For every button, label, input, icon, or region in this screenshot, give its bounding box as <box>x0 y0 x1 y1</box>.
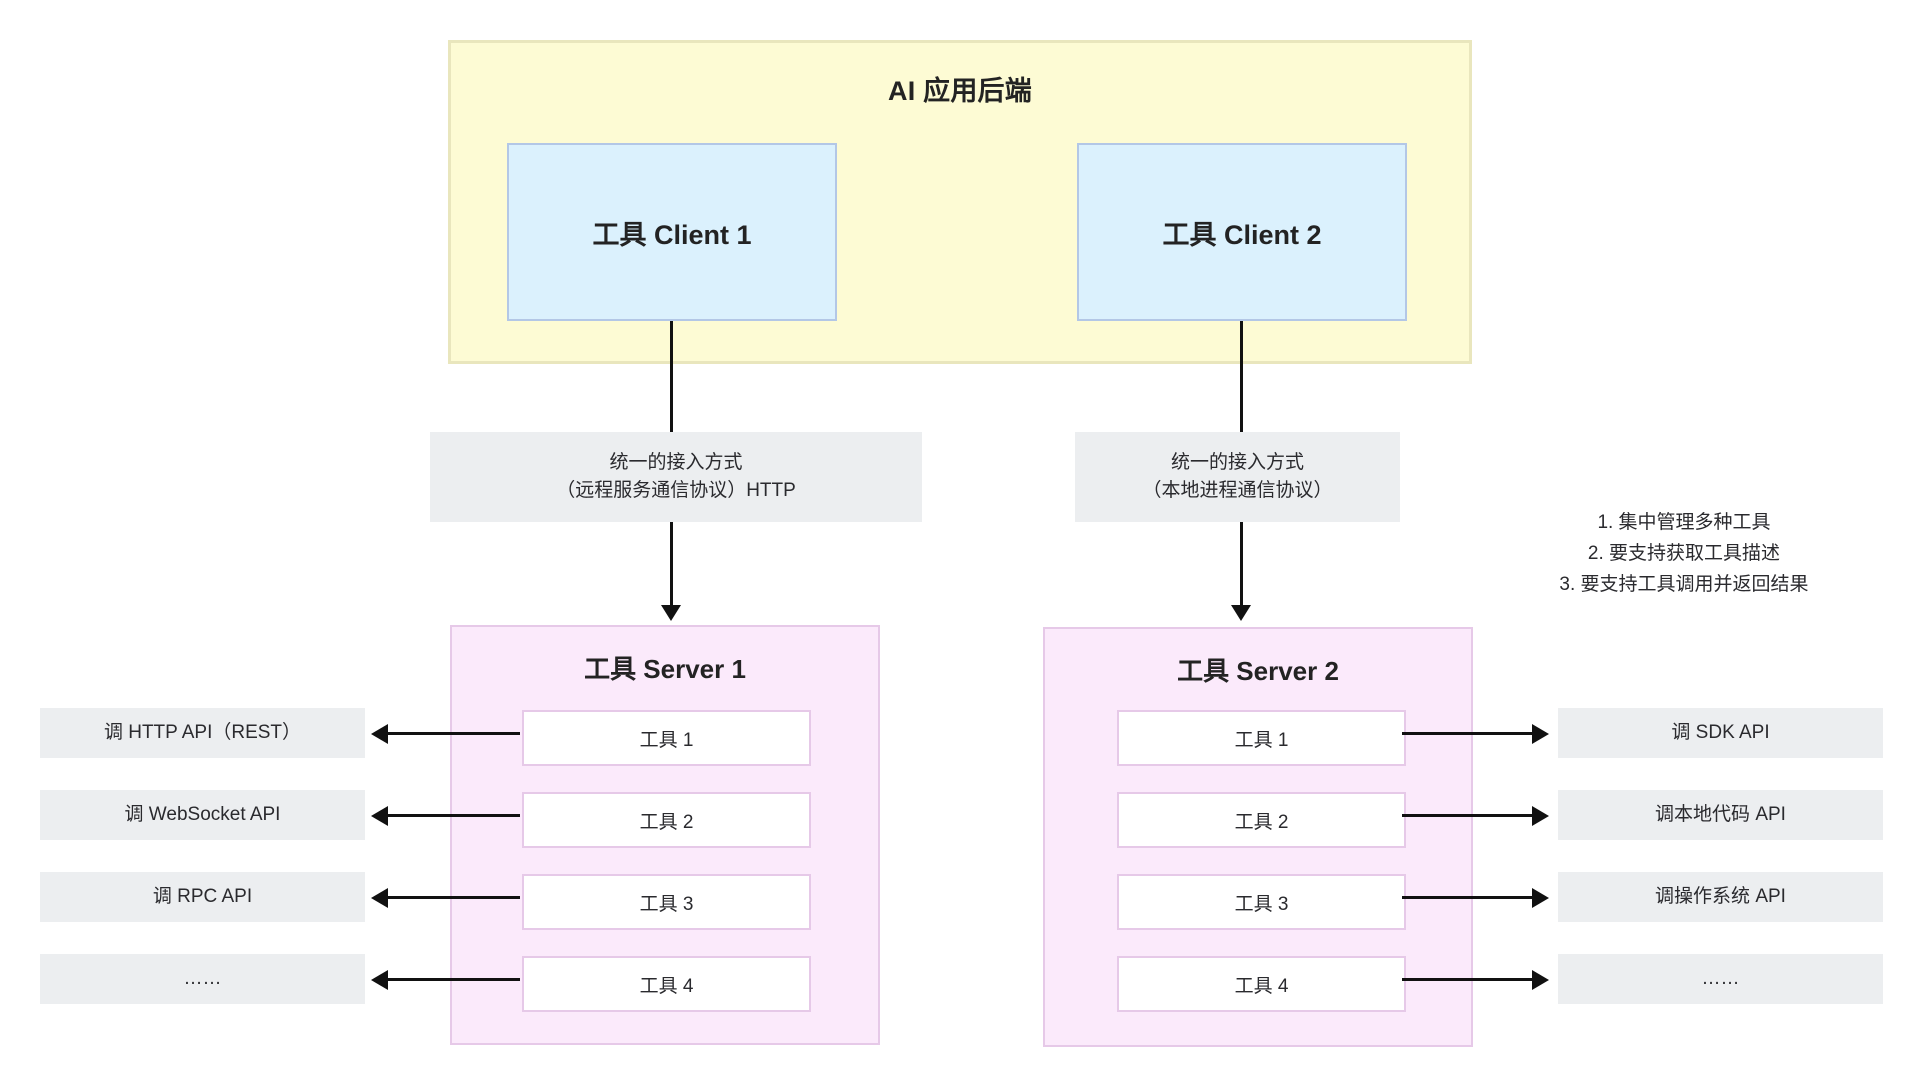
server1-tool-1-label: 工具 1 <box>639 729 694 751</box>
server2-tool-4[interactable]: 工具 4 <box>1117 956 1406 1012</box>
arrow-line-left-2 <box>388 814 520 817</box>
tool-server-1-title: 工具 Server 1 <box>584 654 746 684</box>
server2-tool-4-label: 工具 4 <box>1234 975 1289 997</box>
protocol-2-line-2: （本地进程通信协议） <box>1142 480 1333 501</box>
ai-backend-title: AI 应用后端 <box>888 76 1032 106</box>
right-api-box-4: …… <box>1558 954 1883 1004</box>
right-api-box-3: 调操作系统 API <box>1558 872 1883 922</box>
server2-tool-1-label: 工具 1 <box>1234 729 1289 751</box>
tool-server-1-container: 工具 Server 1 工具 1 工具 2 工具 3 工具 4 <box>450 625 880 1045</box>
arrowhead-left-1 <box>371 724 388 744</box>
arrow-line-left-4 <box>388 978 520 981</box>
right-api-3-label: 调操作系统 API <box>1655 886 1786 908</box>
left-api-4-label: …… <box>183 968 222 990</box>
connector-protocol2-to-server2 <box>1240 522 1243 607</box>
server2-tool-2-label: 工具 2 <box>1234 811 1289 833</box>
server1-tool-3[interactable]: 工具 3 <box>522 874 811 930</box>
arrow-line-right-3 <box>1402 896 1534 899</box>
left-api-box-3: 调 RPC API <box>40 872 365 922</box>
connector-client1-to-protocol1 <box>670 321 673 432</box>
server2-tool-1[interactable]: 工具 1 <box>1117 710 1406 766</box>
right-api-4-label: …… <box>1701 968 1740 990</box>
note-item-1: 1. 集中管理多种工具 <box>1597 512 1771 533</box>
note-item-2: 2. 要支持获取工具描述 <box>1587 542 1781 564</box>
server1-tool-2[interactable]: 工具 2 <box>522 792 811 848</box>
protocol-label-box-2: 统一的接入方式 （本地进程通信协议） <box>1075 432 1400 522</box>
connector-client2-to-protocol2 <box>1240 321 1243 432</box>
right-api-box-2: 调本地代码 API <box>1558 790 1883 840</box>
server1-tool-2-label: 工具 2 <box>639 811 694 833</box>
right-api-box-1: 调 SDK API <box>1558 708 1883 758</box>
arrowhead-right-2 <box>1532 806 1549 826</box>
tool-client-2-box[interactable]: 工具 Client 2 <box>1077 143 1407 321</box>
server2-tool-3-label: 工具 3 <box>1234 893 1289 915</box>
protocol-2-line-1: 统一的接入方式 <box>1170 452 1304 474</box>
arrowhead-right-3 <box>1532 888 1549 908</box>
arrowhead-down-server1 <box>661 605 681 621</box>
arrowhead-left-4 <box>371 970 388 990</box>
arrow-line-left-1 <box>388 732 520 735</box>
arrowhead-right-1 <box>1532 724 1549 744</box>
tool-server-2-container: 工具 Server 2 工具 1 工具 2 工具 3 工具 4 <box>1043 627 1473 1047</box>
left-api-box-2: 调 WebSocket API <box>40 790 365 840</box>
server2-tool-2[interactable]: 工具 2 <box>1117 792 1406 848</box>
tool-client-2-label: 工具 Client 2 <box>1162 219 1322 250</box>
server1-tool-1[interactable]: 工具 1 <box>522 710 811 766</box>
left-api-2-label: 调 WebSocket API <box>124 804 281 826</box>
arrow-line-right-4 <box>1402 978 1534 981</box>
tool-server-2-title: 工具 Server 2 <box>1177 656 1339 686</box>
protocol-1-line-1: 统一的接入方式 <box>609 452 743 474</box>
server2-tool-3[interactable]: 工具 3 <box>1117 874 1406 930</box>
arrowhead-left-3 <box>371 888 388 908</box>
arrowhead-right-4 <box>1532 970 1549 990</box>
left-api-box-1: 调 HTTP API（REST） <box>40 708 365 758</box>
right-api-1-label: 调 SDK API <box>1671 722 1770 744</box>
arrow-line-right-2 <box>1402 814 1534 817</box>
left-api-box-4: …… <box>40 954 365 1004</box>
arrowhead-down-server2 <box>1231 605 1251 621</box>
left-api-1-label: 调 HTTP API（REST） <box>103 722 302 744</box>
tool-client-1-label: 工具 Client 1 <box>592 219 752 250</box>
arrowhead-left-2 <box>371 806 388 826</box>
server1-tool-3-label: 工具 3 <box>639 893 694 915</box>
arrow-line-right-1 <box>1402 732 1534 735</box>
tool-client-1-box[interactable]: 工具 Client 1 <box>507 143 837 321</box>
arrow-line-left-3 <box>388 896 520 899</box>
server1-tool-4-label: 工具 4 <box>639 975 694 997</box>
right-api-2-label: 调本地代码 API <box>1655 804 1786 826</box>
note-item-3: 3. 要支持工具调用并返回结果 <box>1559 573 1809 595</box>
requirements-note-list: 1. 集中管理多种工具 2. 要支持获取工具描述 3. 要支持工具调用并返回结果 <box>1478 508 1890 600</box>
protocol-1-line-2: （远程服务通信协议）HTTP <box>556 480 796 501</box>
left-api-3-label: 调 RPC API <box>152 886 253 908</box>
server1-tool-4[interactable]: 工具 4 <box>522 956 811 1012</box>
connector-protocol1-to-server1 <box>670 522 673 607</box>
protocol-label-box-1: 统一的接入方式 （远程服务通信协议）HTTP <box>430 432 922 522</box>
